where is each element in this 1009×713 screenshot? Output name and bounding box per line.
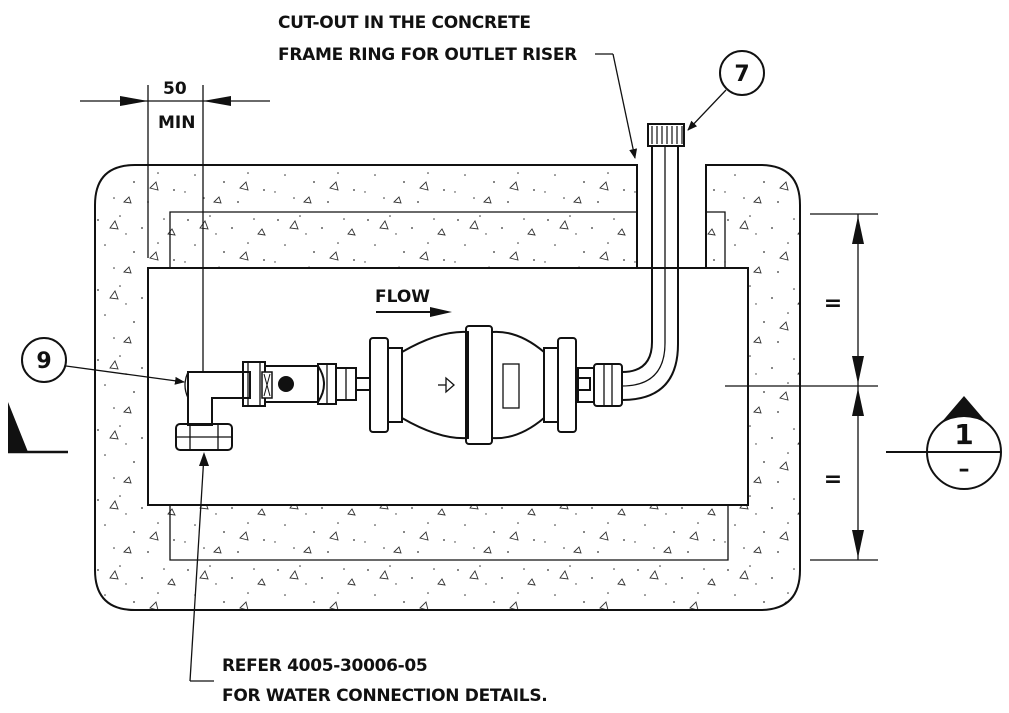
riser-fitting (647, 123, 685, 147)
clearance-note: MIN (158, 113, 195, 133)
cutout-leader (595, 53, 638, 159)
section-number: 1 (954, 418, 973, 451)
clearance-value: 50 (163, 79, 187, 99)
meter-assembly (175, 123, 685, 451)
callout-balloon-9 (21, 337, 185, 385)
inlet-nut (175, 423, 233, 451)
cutout-note-line2: FRAME RING FOR OUTLET RISER (278, 45, 577, 65)
refer-leader (189, 452, 214, 682)
equal-label-lower: = (824, 467, 842, 492)
meter-chamber (147, 267, 749, 506)
flow-label: FLOW (375, 287, 430, 307)
callout-balloon-7 (687, 50, 765, 131)
cutout-note-line1: CUT-OUT IN THE CONCRETE (278, 13, 531, 33)
callout-number-7: 7 (734, 62, 749, 87)
section-sheet: – (959, 457, 970, 482)
water-meter (401, 325, 545, 445)
concrete-frame (94, 164, 801, 611)
refer-note-line2: FOR WATER CONNECTION DETAILS. (222, 686, 547, 706)
refer-note-line1: REFER 4005-30006-05 (222, 656, 427, 676)
clearance-dimension (80, 85, 270, 372)
section-marker (886, 396, 1002, 490)
callout-number-9: 9 (36, 349, 51, 374)
equal-label-upper: = (824, 291, 842, 316)
equal-dimensions (725, 213, 878, 561)
ball-valve (242, 361, 337, 407)
section-cut-left (8, 402, 68, 454)
flow-arrow-icon (376, 307, 452, 317)
